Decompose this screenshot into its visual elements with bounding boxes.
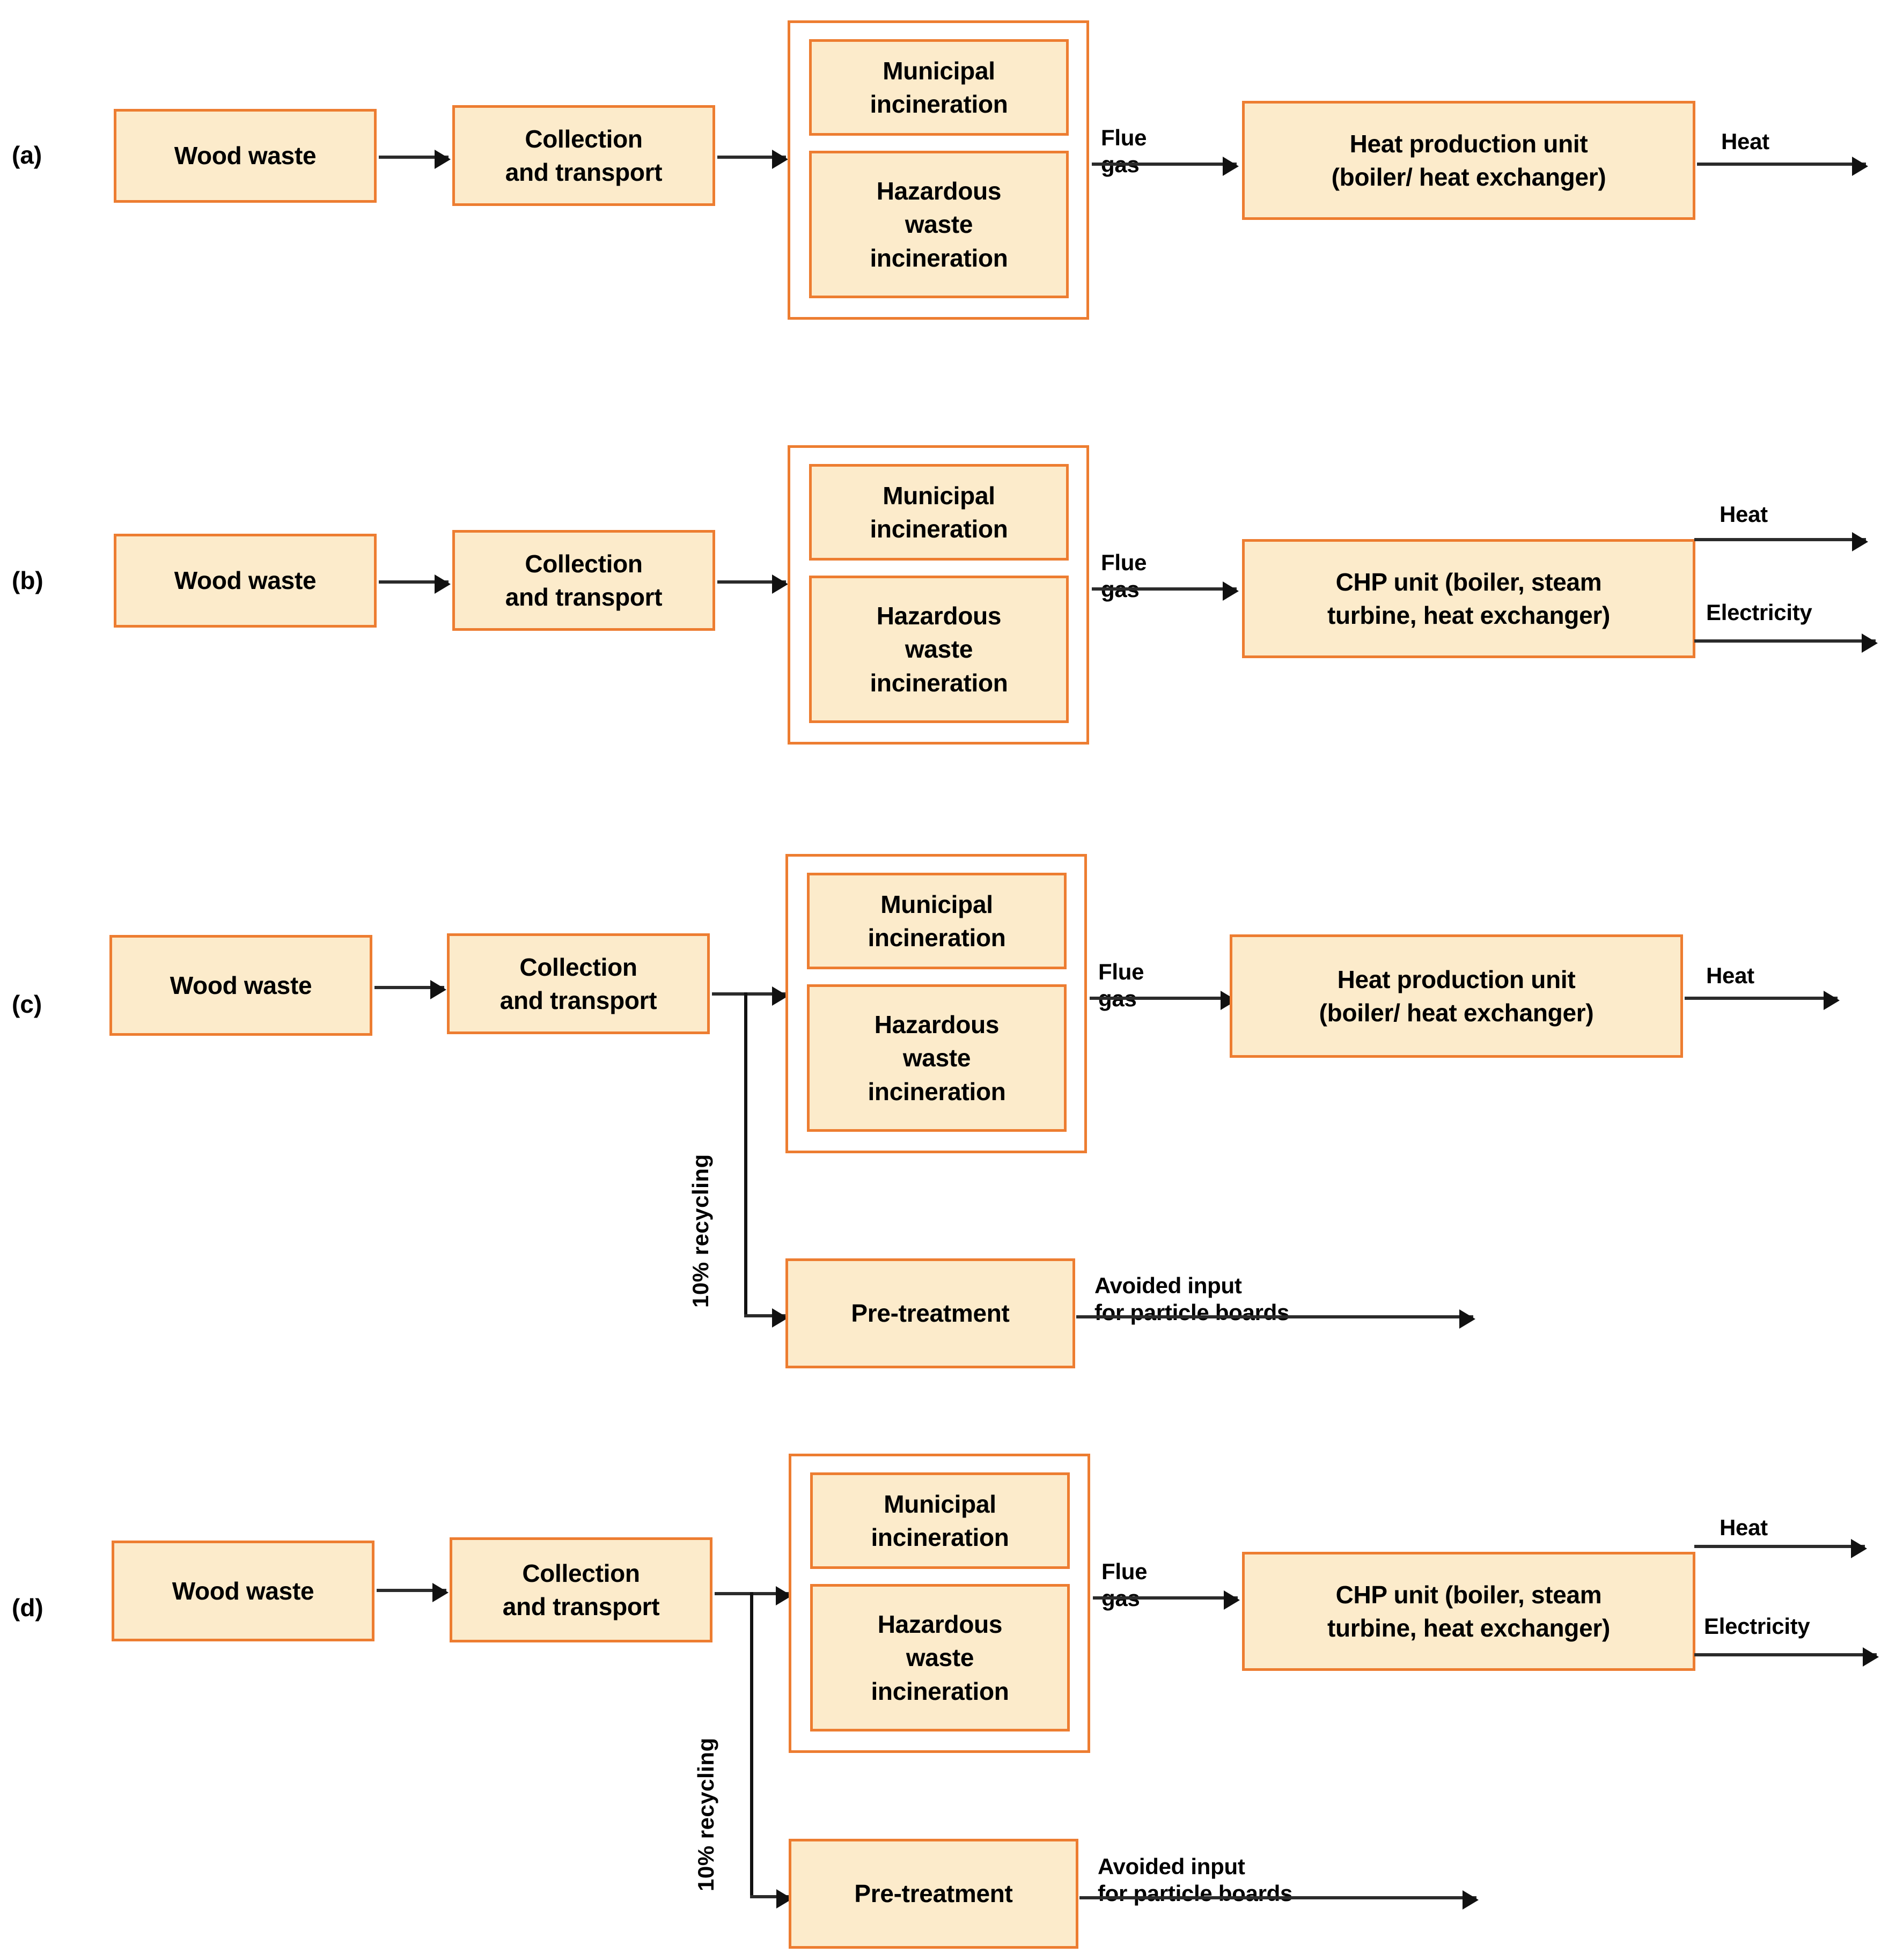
arrow-wood-to-collection-a <box>379 150 451 169</box>
edge-label-heat-d: Heat <box>1720 1515 1768 1540</box>
arrow-collection-to-incineration-a <box>717 150 788 169</box>
edge-label-electricity-b: Electricity <box>1706 600 1812 625</box>
edge-label-electricity-d: Electricity <box>1704 1613 1810 1639</box>
edge-label-heat-b: Heat <box>1720 502 1768 527</box>
node-hazardous-incineration-d: Hazardous waste incineration <box>810 1584 1070 1731</box>
node-collection-a: Collection and transport <box>452 105 715 206</box>
node-collection-d: Collection and transport <box>450 1537 712 1642</box>
node-municipal-incineration-d: Municipal incineration <box>810 1472 1070 1569</box>
node-wood-waste-b: Wood waste <box>114 534 377 628</box>
edge-label-avoided-input-d: Avoided input for particle boards <box>1098 1854 1293 1906</box>
edge-label-flue-gas-b: Flue gas <box>1101 550 1147 602</box>
arrow-heat-c <box>1685 991 1840 1010</box>
arrow-branch-to-pretreatment-c <box>744 1308 788 1328</box>
edge-label-flue-gas-d: Flue gas <box>1101 1559 1148 1611</box>
arrow-electricity-b <box>1694 633 1878 653</box>
arrow-heat-d <box>1694 1539 1867 1558</box>
arrow-electricity-d <box>1694 1647 1879 1667</box>
node-municipal-incineration-a: Municipal incineration <box>809 39 1069 136</box>
node-hazardous-incineration-a: Hazardous waste incineration <box>809 151 1069 298</box>
arrow-collection-to-incineration-c <box>712 986 788 1006</box>
node-chp-unit-b: CHP unit (boiler, steam turbine, heat ex… <box>1242 539 1695 658</box>
node-hazardous-incineration-b: Hazardous waste incineration <box>809 576 1069 723</box>
edge-label-flue-gas-a: Flue gas <box>1101 125 1147 177</box>
arrow-wood-to-collection-d <box>377 1583 449 1602</box>
arrow-flue-gas-c <box>1090 991 1237 1010</box>
edge-label-recycling-c: 10% recycling <box>688 1154 713 1308</box>
node-collection-c: Collection and transport <box>447 933 710 1034</box>
node-hazardous-incineration-c: Hazardous waste incineration <box>807 984 1067 1132</box>
edge-label-flue-gas-c: Flue gas <box>1098 959 1144 1011</box>
panel-letter-b: (b) <box>12 566 43 594</box>
node-municipal-incineration-c: Municipal incineration <box>807 873 1067 969</box>
edge-label-heat-c: Heat <box>1706 963 1754 988</box>
arrow-flue-gas-b <box>1092 581 1239 601</box>
panel-letter-c: (c) <box>12 990 42 1018</box>
node-heat-production-unit-c: Heat production unit (boiler/ heat excha… <box>1230 934 1683 1058</box>
branch-vertical-line-d <box>750 1592 753 1895</box>
node-wood-waste-a: Wood waste <box>114 109 377 203</box>
node-chp-unit-d: CHP unit (boiler, steam turbine, heat ex… <box>1242 1552 1695 1671</box>
node-collection-b: Collection and transport <box>452 530 715 631</box>
arrow-collection-to-incineration-b <box>717 574 788 594</box>
branch-vertical-line-c <box>744 992 747 1314</box>
node-wood-waste-d: Wood waste <box>112 1541 374 1641</box>
arrow-avoided-input-c <box>1076 1309 1475 1329</box>
edge-label-recycling-d: 10% recycling <box>693 1737 718 1891</box>
node-wood-waste-c: Wood waste <box>109 935 372 1036</box>
edge-label-avoided-input-c: Avoided input for particle boards <box>1094 1273 1290 1325</box>
arrow-heat-a <box>1697 157 1868 176</box>
panel-letter-d: (d) <box>12 1594 43 1622</box>
arrow-flue-gas-a <box>1092 157 1239 176</box>
arrow-wood-to-collection-b <box>379 574 451 594</box>
edge-label-heat-a: Heat <box>1721 129 1769 154</box>
node-municipal-incineration-b: Municipal incineration <box>809 464 1069 561</box>
panel-letter-a: (a) <box>12 141 42 169</box>
node-heat-production-unit-a: Heat production unit (boiler/ heat excha… <box>1242 101 1695 220</box>
arrow-wood-to-collection-c <box>374 980 446 999</box>
arrow-avoided-input-d <box>1079 1890 1479 1910</box>
arrow-flue-gas-d <box>1093 1590 1240 1610</box>
arrow-heat-b <box>1694 532 1868 551</box>
node-pre-treatment-d: Pre-treatment <box>789 1839 1078 1949</box>
arrow-branch-to-pretreatment-d <box>750 1889 792 1909</box>
node-pre-treatment-c: Pre-treatment <box>785 1258 1075 1368</box>
